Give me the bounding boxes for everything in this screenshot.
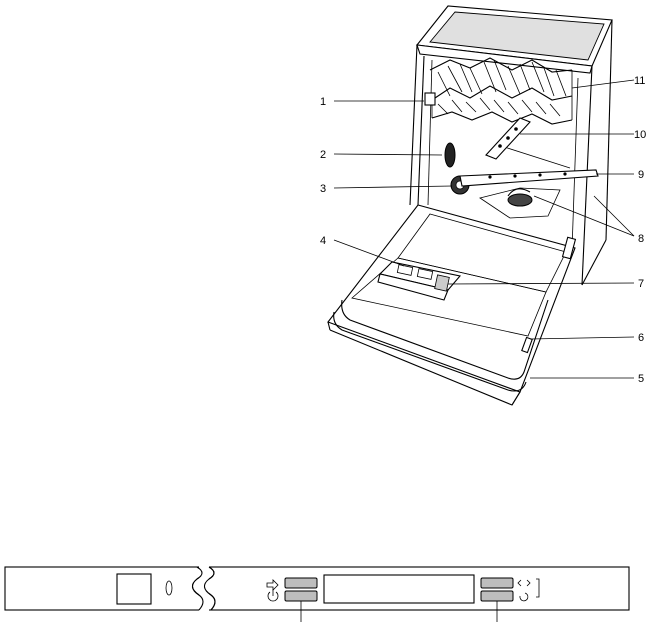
button-left-upper[interactable] (285, 578, 317, 588)
callout-1: 1 (320, 96, 326, 108)
callout-8: 8 (638, 233, 644, 245)
callout-5: 5 (638, 373, 644, 385)
callout-10: 10 (634, 129, 646, 141)
button-right-upper[interactable] (481, 578, 513, 588)
tub-floor (480, 188, 560, 218)
callout-2: 2 (320, 149, 326, 161)
callout-6: 6 (638, 332, 644, 344)
display-window (324, 575, 474, 603)
button-right-lower[interactable] (481, 591, 513, 601)
callout-11: 11 (634, 75, 645, 87)
callout-9: 9 (638, 169, 644, 181)
door-handle[interactable] (117, 574, 151, 604)
callout-7: 7 (638, 278, 644, 290)
callout-4: 4 (320, 235, 326, 247)
rinse-aid-element (445, 143, 455, 167)
control-panel (5, 566, 629, 622)
button-left-lower[interactable] (285, 591, 317, 601)
open-door (328, 205, 575, 405)
callout-3: 3 (320, 183, 326, 195)
lower-spray-arm (460, 170, 598, 186)
